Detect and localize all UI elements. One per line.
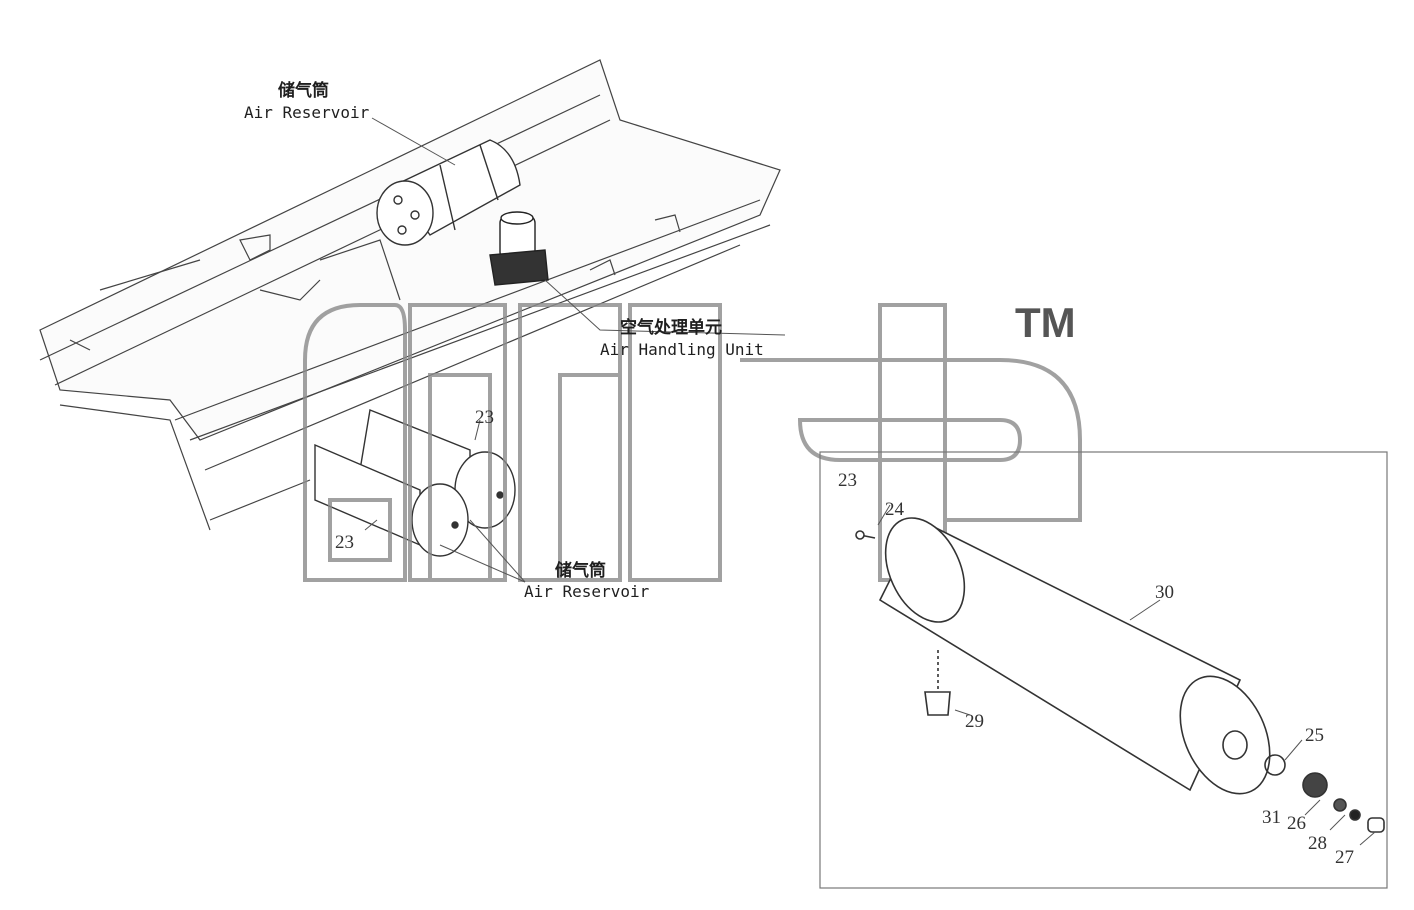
reservoir-bottom-label-cn: 储气筒 [555, 560, 606, 581]
part-number-23: 23 [838, 470, 857, 491]
part-number-30: 30 [1155, 582, 1174, 603]
detail-reservoir-drawing [855, 517, 1385, 833]
part-number-23: 23 [475, 407, 494, 428]
air-reservoir-top-drawing [376, 139, 521, 246]
part-number-26: 26 [1287, 813, 1306, 834]
air-handling-label-cn: 空气处理单元 [620, 317, 722, 338]
detail-box [819, 451, 1388, 889]
part-number-24: 24 [885, 499, 905, 520]
air-handling-unit-drawing [489, 211, 549, 286]
watermark-tm: TM [1015, 299, 1076, 346]
reservoir-top-label-cn: 储气筒 [278, 80, 329, 101]
part-number-27: 27 [1335, 847, 1354, 868]
part-number-23: 23 [335, 532, 354, 553]
leader-lines [364, 117, 1376, 846]
air-handling-label-en: Air Handling Unit [600, 340, 764, 359]
part-number-28: 28 [1308, 833, 1327, 854]
part-number-25: 25 [1305, 725, 1324, 746]
watermark-logo [303, 303, 1082, 582]
reservoir-top-label-en: Air Reservoir [244, 103, 370, 122]
reservoir-bottom-label-en: Air Reservoir [524, 582, 650, 601]
part-number-29: 29 [965, 711, 984, 732]
chassis-frame [39, 59, 781, 531]
air-reservoir-bottom-drawing [314, 409, 516, 557]
part-number-31: 31 [1262, 807, 1281, 828]
